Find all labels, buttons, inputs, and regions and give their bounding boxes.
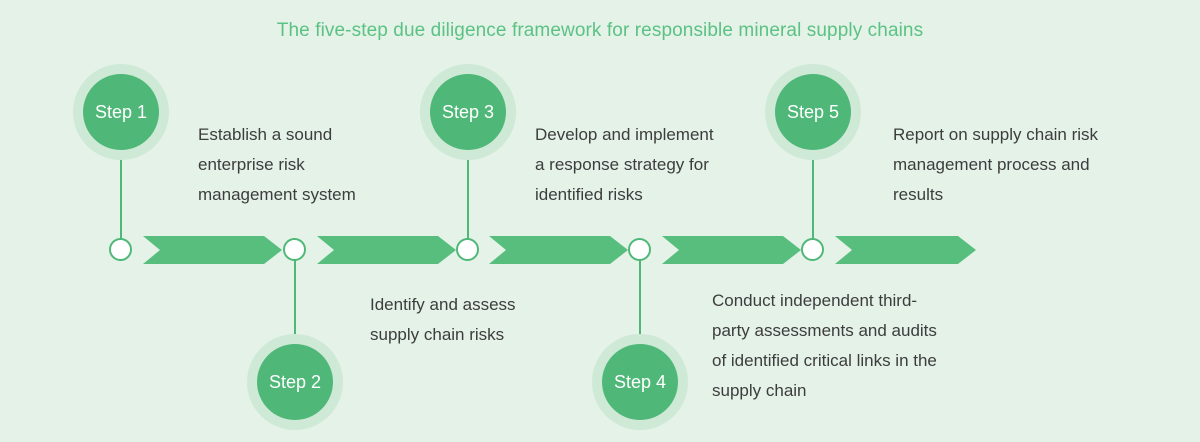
step-description-2: Identify and assess supply chain risks [370, 290, 570, 350]
connector-stem-step-4 [638, 260, 641, 336]
step-bubble-4[interactable]: Step 4 [592, 334, 688, 430]
step-label-4: Step 4 [602, 344, 678, 420]
step-5-line-3: results [893, 185, 944, 204]
step-description-1: Establish a sound enterprise risk manage… [198, 120, 398, 210]
step-description-5: Report on supply chain risk management p… [893, 120, 1143, 210]
step-4-line-1: Conduct independent third- [712, 291, 918, 310]
step-label-5: Step 5 [775, 74, 851, 150]
process-rail [0, 236, 1200, 266]
chevron-arrow-5 [835, 236, 976, 264]
step-1-line-3: management system [198, 185, 356, 204]
connector-stem-step-3 [466, 150, 469, 240]
step-description-3: Develop and implement a response strateg… [535, 120, 750, 210]
connector-stem-step-5 [811, 150, 814, 240]
step-description-4: Conduct independent third- party assessm… [712, 286, 1002, 406]
page-title: The five-step due diligence framework fo… [276, 20, 924, 41]
step-3-line-1: Develop and implement [535, 125, 714, 144]
step-bubble-5[interactable]: Step 5 [765, 64, 861, 160]
chevron-arrow-3 [489, 236, 628, 264]
chevron-arrow-1 [143, 236, 282, 264]
step-label-1: Step 1 [83, 74, 159, 150]
step-5-line-2: management process and [893, 155, 1090, 174]
chevron-arrow-2 [317, 236, 456, 264]
step-5-line-1: Report on supply chain risk [893, 125, 1099, 144]
step-1-line-1: Establish a sound [198, 125, 333, 144]
step-bubble-2[interactable]: Step 2 [247, 334, 343, 430]
step-2-line-2: supply chain risks [370, 325, 505, 344]
timeline-node-step-5[interactable] [801, 238, 824, 261]
step-2-line-1: Identify and assess [370, 295, 516, 314]
step-3-line-2: a response strategy for [535, 155, 709, 174]
step-label-2: Step 2 [257, 344, 333, 420]
step-bubble-1[interactable]: Step 1 [73, 64, 169, 160]
step-4-line-2: party assessments and audits [712, 321, 937, 340]
step-3-line-3: identified risks [535, 185, 643, 204]
timeline-node-step-1[interactable] [109, 238, 132, 261]
step-label-3: Step 3 [430, 74, 506, 150]
timeline-node-step-4[interactable] [628, 238, 651, 261]
timeline-node-step-3[interactable] [456, 238, 479, 261]
step-4-line-4: supply chain [712, 381, 807, 400]
chevron-arrow-4 [662, 236, 801, 264]
step-4-line-3: of identified critical links in the [712, 351, 937, 370]
connector-stem-step-1 [119, 150, 122, 240]
step-1-line-2: enterprise risk [198, 155, 305, 174]
connector-stem-step-2 [293, 260, 296, 336]
step-bubble-3[interactable]: Step 3 [420, 64, 516, 160]
timeline-node-step-2[interactable] [283, 238, 306, 261]
